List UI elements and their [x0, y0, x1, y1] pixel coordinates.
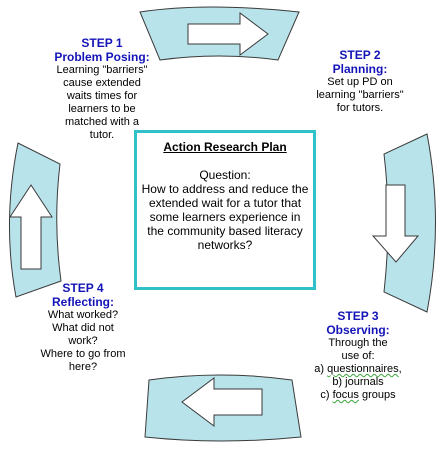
down-arrow-icon: [371, 184, 420, 263]
step-2-title: STEP 2: [339, 48, 381, 62]
step-3-line: c) focus groups: [320, 389, 396, 401]
top-arc-segment: [139, 6, 300, 61]
step-1-line: cause extended: [63, 77, 141, 89]
step-3-line: Through the: [328, 337, 388, 349]
step-3-title: STEP 3: [337, 309, 379, 323]
plan-question-text: How to address and reduce the extended w…: [141, 182, 309, 252]
step-4-block: STEP 4 Reflecting: What worked? What did…: [26, 281, 140, 374]
step-3-line: use of:: [341, 350, 375, 362]
step-3-block: STEP 3 Observing: Through the use of: a)…: [295, 309, 421, 402]
step-4-line: What did not: [52, 322, 114, 334]
bottom-arc-segment: [144, 374, 302, 442]
left-arc-segment: [8, 142, 62, 298]
step-3-line: b) journals: [332, 376, 384, 388]
step-4-line: What worked?: [47, 309, 119, 321]
step-1-line: learners to be: [68, 103, 136, 115]
step-1-line: tutor.: [89, 129, 115, 141]
step-1-block: STEP 1 Problem Posing: Learning "barrier…: [28, 36, 176, 142]
step-1-line: waits times for: [66, 90, 138, 102]
step-1-line: matched with a: [65, 116, 139, 128]
right-arc-segment: [371, 133, 436, 313]
step-4-line: Where to go from: [40, 348, 126, 360]
step-3-subtitle: Observing:: [326, 323, 390, 337]
plan-question-label: Question:: [199, 168, 251, 182]
step-2-subtitle: Planning:: [332, 62, 388, 76]
step-2-line: Set up PD on: [327, 76, 393, 88]
step-2-block: STEP 2 Planning: Set up PD on learning "…: [300, 48, 420, 115]
step-4-line: here?: [68, 361, 98, 373]
step-1-line: Learning "barriers": [56, 64, 148, 76]
step-4-title: STEP 4: [62, 281, 104, 295]
left-arrow-icon: [181, 377, 263, 427]
action-research-plan-box: Action Research Plan Question: How to ad…: [134, 130, 316, 290]
plan-title: Action Research Plan: [163, 140, 287, 154]
step-2-line: learning "barriers": [316, 89, 404, 101]
step-1-subtitle: Problem Posing:: [54, 50, 150, 64]
right-arrow-icon: [187, 12, 269, 56]
step-4-subtitle: Reflecting:: [51, 295, 114, 309]
step-4-line: work?: [68, 335, 98, 347]
step-2-line: for tutors.: [336, 102, 384, 114]
step-1-title: STEP 1: [81, 36, 123, 50]
step-3-line squig: a) questionnaires,: [314, 363, 402, 375]
up-arrow-icon: [9, 184, 53, 270]
